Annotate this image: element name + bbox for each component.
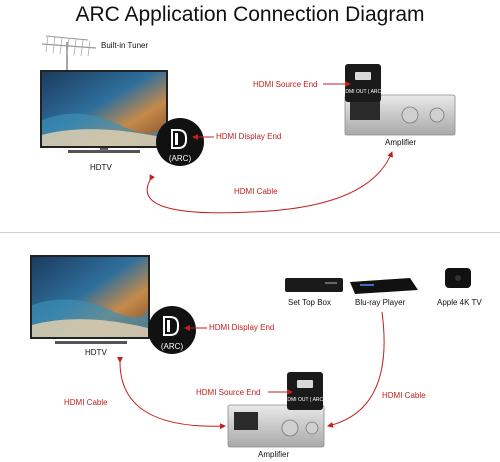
set-top-box-icon	[285, 278, 343, 292]
source-end-label-bottom: HDMI Source End	[196, 388, 261, 397]
hdtv-bottom-icon	[30, 255, 150, 344]
hdmi-cable-bottom-left	[116, 356, 226, 430]
arc-port-badge-bottom: (ARC)	[148, 306, 196, 354]
bluray-label: Blu-ray Player	[355, 298, 406, 307]
apple-tv-icon	[445, 268, 471, 288]
display-end-label-bottom: HDMI Display End	[209, 323, 275, 332]
hdmi-cable-label-top: HDMI Cable	[234, 187, 278, 196]
arc-badge-text-top: (ARC)	[169, 154, 192, 163]
section-divider	[0, 232, 500, 233]
amplifier-top-icon: HDMI OUT ( ARC )	[342, 64, 456, 136]
diagram-title: ARC Application Connection Diagram	[75, 3, 425, 26]
hdmi-out-port-label-bottom: HDMI OUT ( ARC )	[284, 397, 327, 403]
display-end-label-top: HDMI Display End	[216, 132, 282, 141]
hdmi-cable-top	[146, 151, 393, 214]
hdtv-label-top: HDTV	[90, 163, 112, 172]
hdmi-cable-label-bottom-left: HDMI Cable	[64, 398, 108, 407]
amplifier-label-top: Amplifier	[385, 138, 417, 147]
apple-tv-label: Apple 4K TV	[437, 298, 482, 307]
amplifier-bottom-icon: HDMI OUT ( ARC )	[227, 372, 327, 448]
source-end-label-top: HDMI Source End	[253, 80, 318, 89]
set-top-box-label: Set Top Box	[288, 298, 331, 307]
amplifier-label-bottom: Amplifier	[258, 450, 290, 459]
tuner-label: Built-in Tuner	[101, 41, 149, 50]
hdtv-top-icon	[40, 70, 168, 153]
hdmi-cable-bottom-right	[327, 311, 385, 428]
arc-badge-text-bottom: (ARC)	[161, 342, 184, 351]
antenna-icon	[41, 35, 97, 70]
hdmi-out-port-label-top: HDMI OUT ( ARC )	[342, 89, 385, 95]
hdtv-label-bottom: HDTV	[85, 348, 107, 357]
bluray-player-icon	[350, 278, 418, 294]
arc-port-badge-top: (ARC)	[156, 118, 204, 166]
hdmi-cable-label-bottom-right: HDMI Cable	[382, 391, 426, 400]
